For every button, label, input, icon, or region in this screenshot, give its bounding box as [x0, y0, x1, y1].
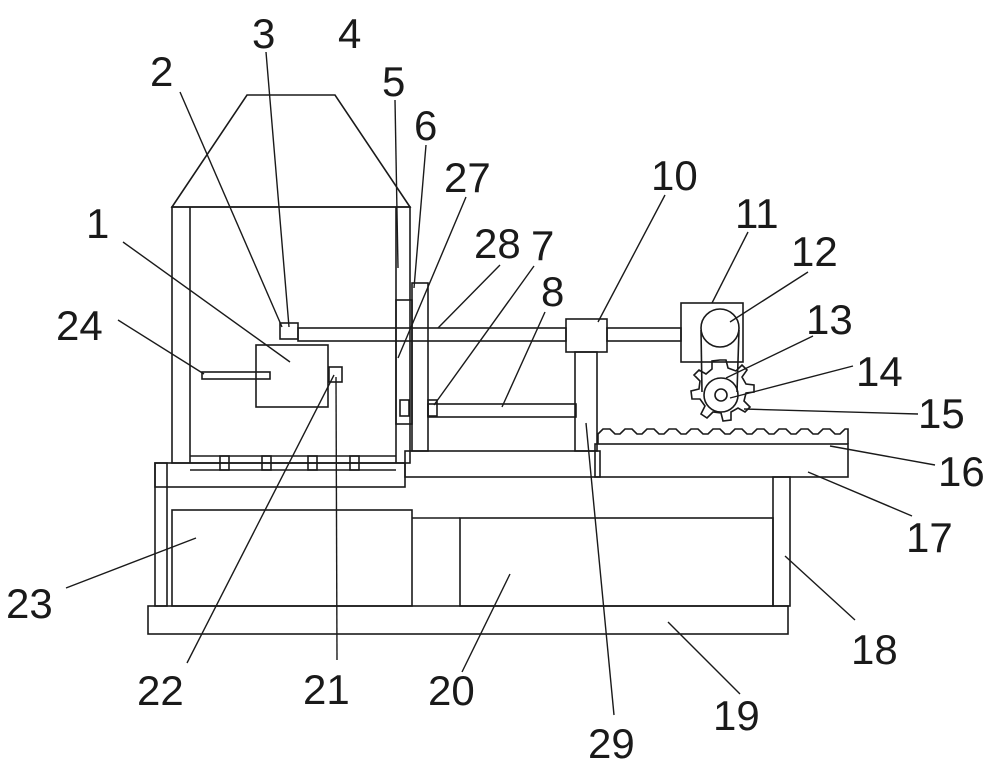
label-15: 15	[918, 390, 965, 437]
label-20: 20	[428, 667, 475, 714]
right-leg	[772, 476, 791, 607]
belt-right	[736, 329, 740, 393]
motor-housing	[680, 302, 744, 363]
leader-21	[335, 376, 338, 661]
label-27: 27	[444, 154, 491, 201]
leader-15	[743, 408, 919, 415]
slot	[261, 455, 272, 471]
leader-3	[265, 51, 290, 328]
housing-frame	[171, 206, 411, 464]
label-3: 3	[252, 10, 275, 57]
leader-14	[729, 365, 854, 399]
leader-16	[829, 445, 936, 466]
label-29: 29	[588, 720, 635, 767]
middle-platform	[404, 450, 601, 478]
label-11: 11	[735, 190, 779, 237]
slot	[219, 455, 230, 471]
main-platform	[154, 462, 406, 488]
label-16: 16	[938, 448, 985, 495]
label-8: 8	[541, 268, 564, 315]
leader-12	[729, 271, 809, 323]
leader-13	[725, 335, 814, 379]
label-17: 17	[906, 514, 953, 561]
label-19: 19	[713, 692, 760, 739]
label-14: 14	[856, 348, 903, 395]
vertical-post	[574, 351, 598, 452]
label-12: 12	[791, 228, 838, 275]
label-13: 13	[806, 296, 853, 343]
leader-29	[585, 422, 615, 716]
upper-shaft	[297, 327, 567, 342]
leader-27	[397, 196, 467, 359]
leader-28	[437, 264, 501, 329]
belt-left	[700, 329, 703, 393]
label-5: 5	[382, 58, 405, 105]
leader-8	[501, 311, 546, 408]
slider-block	[565, 318, 608, 353]
leader-23	[65, 537, 197, 589]
side-rod	[201, 371, 271, 380]
drive-pulley	[700, 308, 740, 348]
label-4: 4	[338, 10, 361, 57]
leader-20	[461, 573, 511, 673]
label-28: 28	[474, 220, 521, 267]
label-22: 22	[137, 667, 184, 714]
label-6: 6	[414, 102, 437, 149]
leader-1	[122, 241, 291, 363]
leader-22	[186, 374, 335, 664]
gear-outline	[690, 359, 755, 422]
vertical-plate	[411, 282, 429, 452]
label-21: 21	[303, 666, 350, 713]
upper-shaft-right	[606, 327, 682, 342]
hopper	[170, 94, 412, 208]
label-23: 23	[6, 580, 53, 627]
rack-support	[594, 443, 849, 478]
left-lower-box	[171, 509, 413, 607]
leader-10	[597, 194, 666, 323]
label-7: 7	[531, 222, 554, 269]
rack-teeth	[597, 428, 849, 444]
leader-7	[433, 265, 535, 406]
label-18: 18	[851, 626, 898, 673]
slot	[307, 455, 318, 471]
leader-18	[784, 555, 856, 621]
label-10: 10	[651, 152, 698, 199]
gear-hub	[714, 388, 728, 402]
plate-clamp	[395, 299, 413, 425]
inner-box	[255, 344, 329, 408]
middle-lower-box	[459, 517, 774, 607]
leader-11	[711, 231, 749, 304]
leader-19	[667, 621, 741, 695]
base-plate	[147, 605, 789, 635]
leader-17	[807, 471, 913, 517]
slot	[349, 455, 360, 471]
label-2: 2	[150, 48, 173, 95]
leader-6	[413, 144, 427, 289]
label-24: 24	[56, 302, 103, 349]
leader-2	[179, 91, 283, 328]
leader-24	[117, 319, 205, 375]
rod-nut-2	[427, 399, 438, 417]
driven-pulley	[703, 377, 739, 413]
rod-nut	[399, 399, 410, 417]
label-1: 1	[86, 200, 109, 247]
left-base-post	[154, 462, 168, 607]
leader-5	[394, 99, 399, 269]
